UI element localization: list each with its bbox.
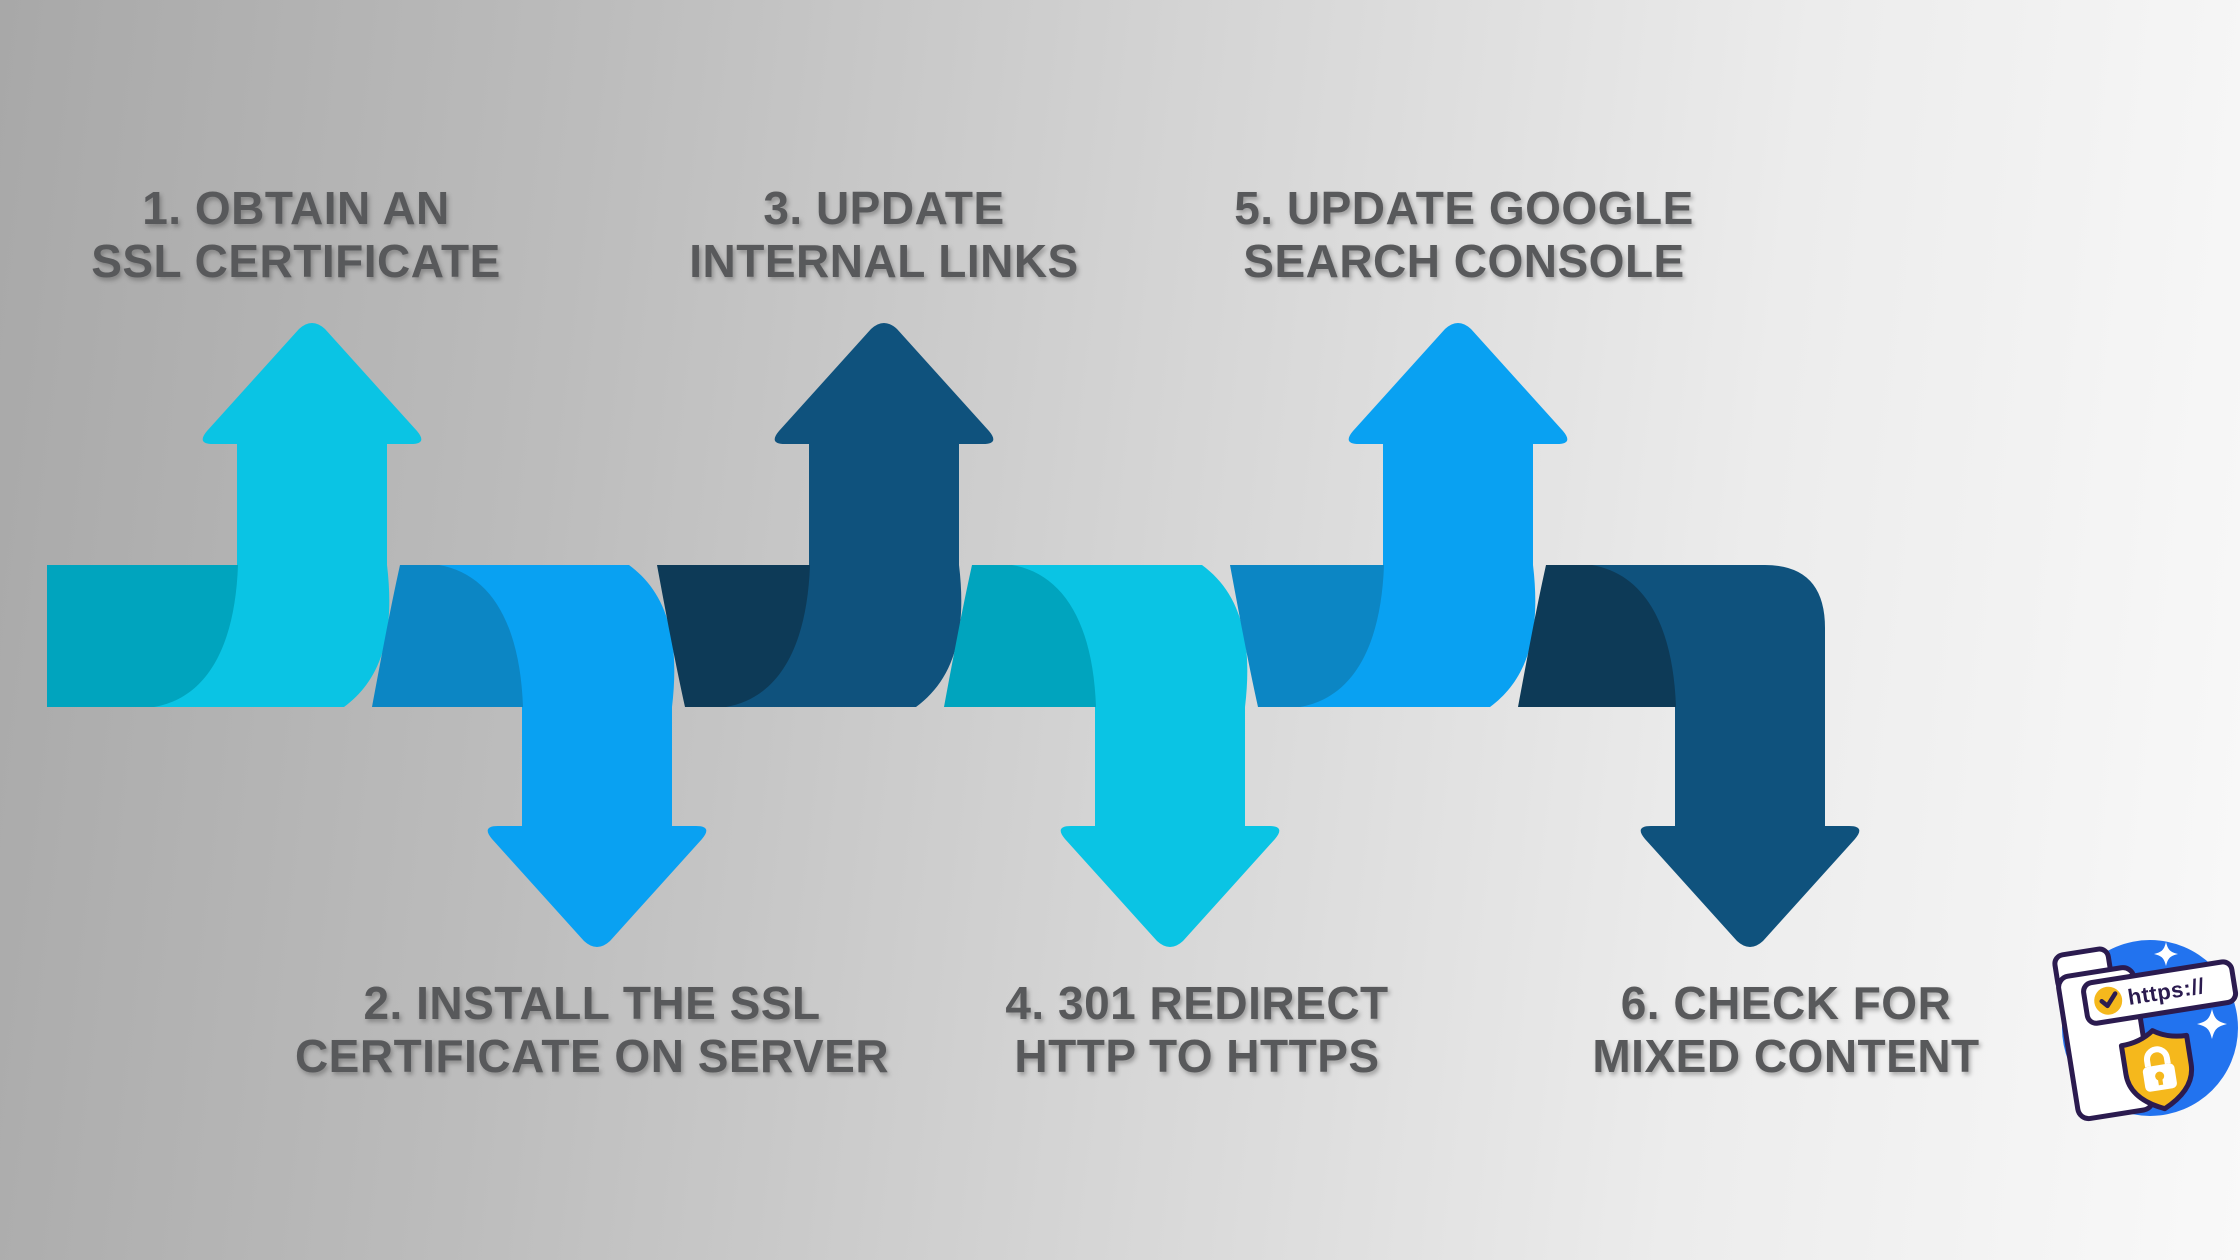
step-6-label: 6. CHECK FOR MIXED CONTENT (1592, 977, 1979, 1083)
step-3-label: 3. UPDATE INTERNAL LINKS (689, 182, 1079, 288)
https-security-logo: https:// (2052, 940, 2239, 1122)
step-4-line1: 4. 301 REDIRECT (1005, 977, 1389, 1029)
lock-keyhole-stem (2157, 1075, 2164, 1086)
step-5-ribbon-fold (1230, 565, 1384, 707)
step-5-label: 5. UPDATE GOOGLE SEARCH CONSOLE (1234, 182, 1694, 288)
step-1-line1: 1. OBTAIN AN (142, 182, 450, 234)
step-3-line2: INTERNAL LINKS (689, 235, 1079, 287)
check-icon (2099, 991, 2118, 1009)
lock-shackle (2144, 1046, 2171, 1068)
step-5-line1: 5. UPDATE GOOGLE (1234, 182, 1694, 234)
sparkle-icon (2197, 1009, 2227, 1039)
step-1-label: 1. OBTAIN AN SSL CERTIFICATE (91, 182, 501, 288)
step-4-label: 4. 301 REDIRECT HTTP TO HTTPS (1005, 977, 1388, 1083)
step-6-line1: 6. CHECK FOR (1620, 977, 1952, 1029)
step-6-line2: MIXED CONTENT (1592, 1030, 1980, 1082)
step-1-line2: SSL CERTIFICATE (91, 235, 501, 287)
step-5-line2: SEARCH CONSOLE (1243, 235, 1685, 287)
step-3-line1: 3. UPDATE (763, 182, 1005, 234)
sparkle-icon (2154, 942, 2178, 966)
step-4-ribbon-fold (944, 565, 1096, 707)
step-2-line1: 2. INSTALL THE SSL (363, 977, 821, 1029)
step-4-line2: HTTP TO HTTPS (1014, 1030, 1380, 1082)
step-2-ribbon-fold (372, 565, 523, 707)
step-6-ribbon-fold (1518, 565, 1676, 707)
step-3-ribbon-fold (657, 565, 810, 707)
address-bar (2081, 959, 2239, 1026)
step-2-line2: CERTIFICATE ON SERVER (294, 1030, 890, 1082)
step-2-label: 2. INSTALL THE SSL CERTIFICATE ON SERVER (295, 977, 889, 1083)
lock-icon (2142, 1046, 2177, 1092)
step-1-ribbon-fold (47, 565, 238, 707)
